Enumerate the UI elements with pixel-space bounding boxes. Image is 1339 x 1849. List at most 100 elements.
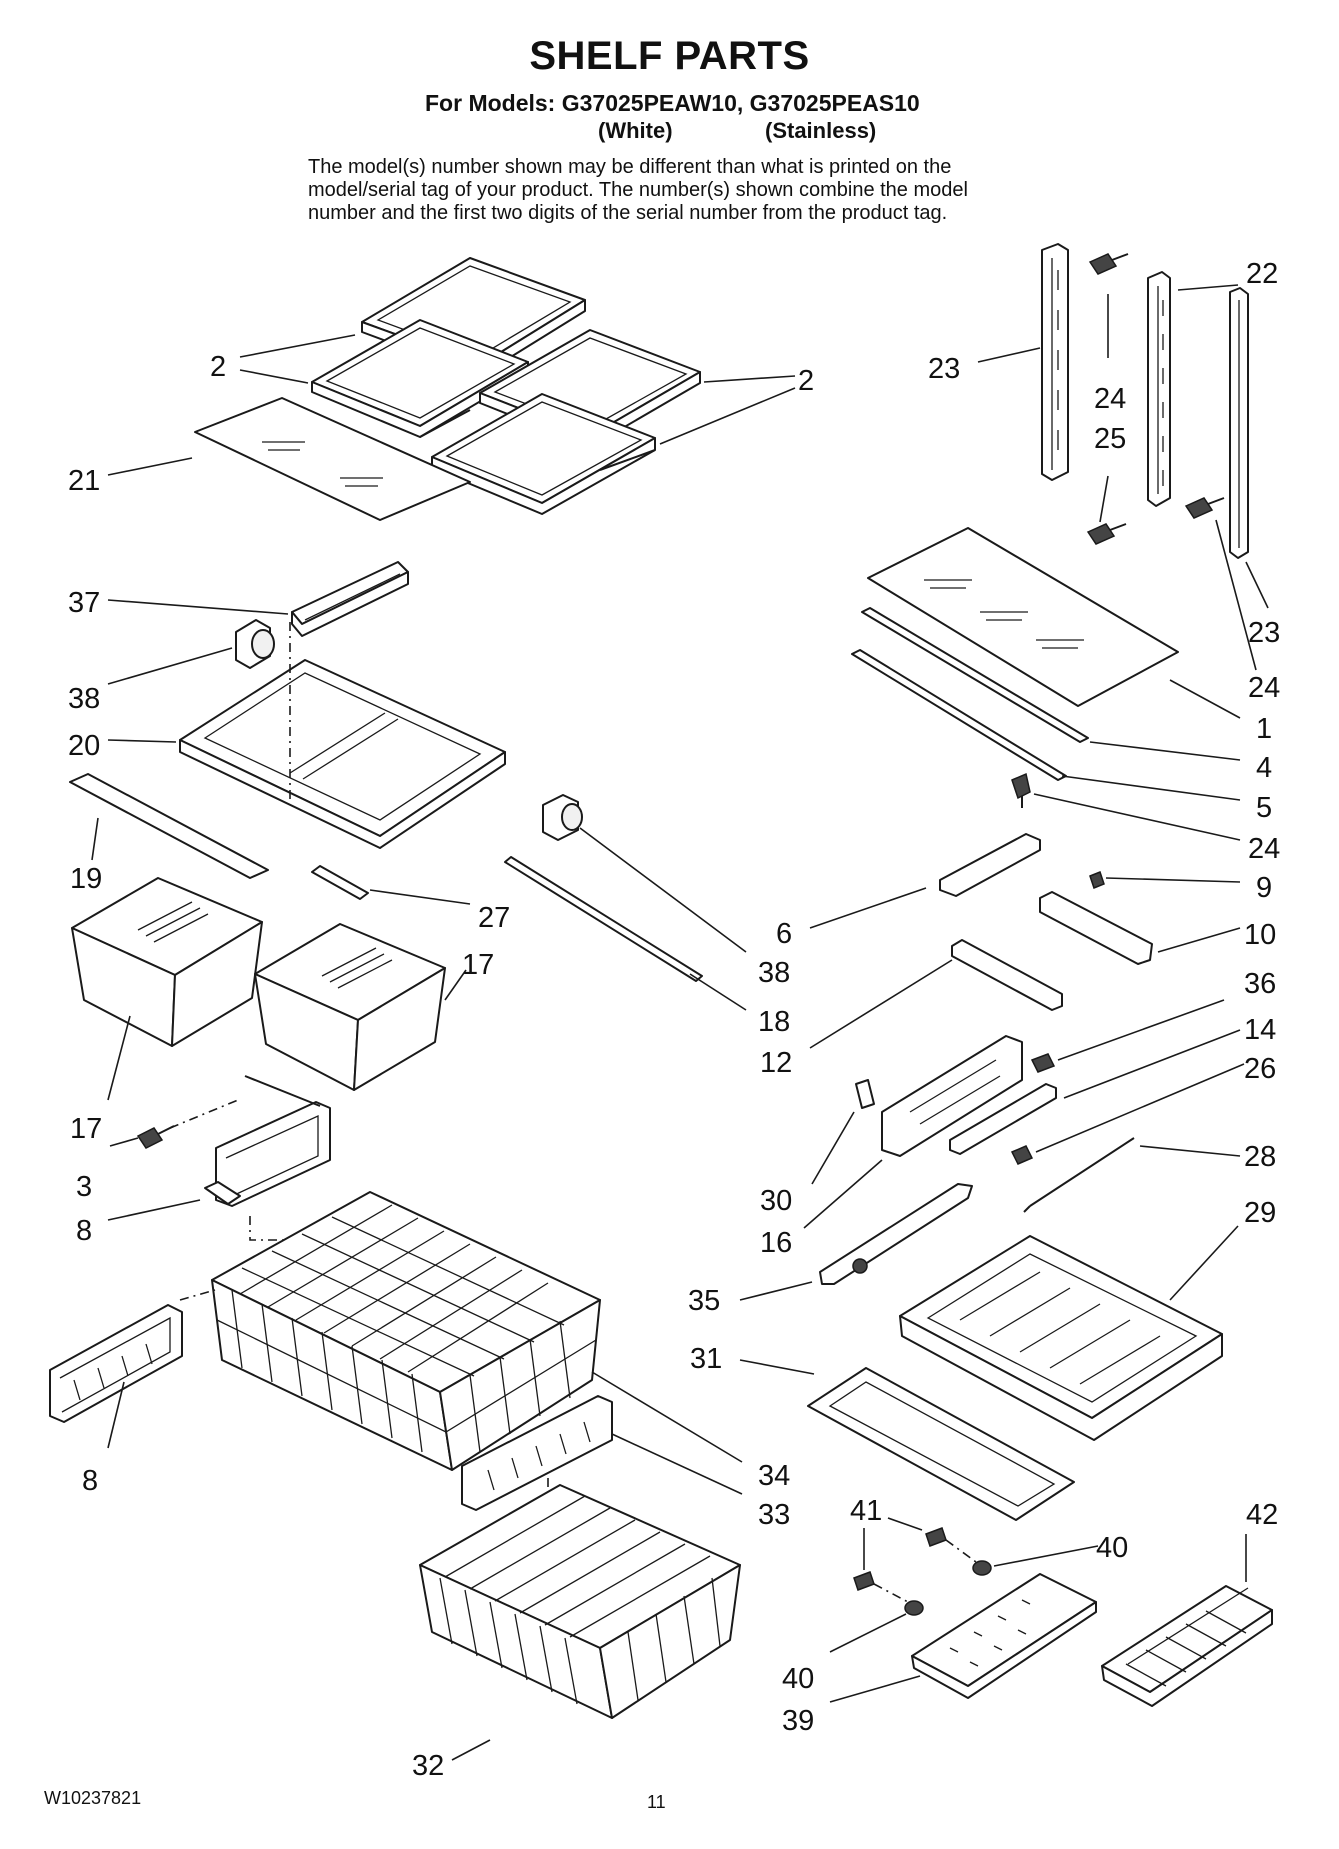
callout-20: 20 — [68, 730, 100, 762]
note-line-2: model/serial tag of your product. The nu… — [308, 179, 968, 201]
part-6-bracket — [939, 833, 1041, 897]
part-19-trim-strip — [69, 773, 269, 879]
part-27-slide-clip — [311, 865, 369, 900]
part-3-screw — [136, 1125, 175, 1149]
part-9-clip — [1089, 871, 1105, 889]
callout-17: 17 — [462, 949, 494, 981]
callout-41: 41 — [850, 1495, 882, 1527]
callout-8: 8 — [76, 1215, 92, 1247]
callout-2: 2 — [798, 365, 814, 397]
part-22-shelf-rail-center — [1147, 271, 1171, 507]
part-39-ice-tray — [911, 1573, 1097, 1699]
callout-39: 39 — [782, 1705, 814, 1737]
part-8-basket-bracket-upper — [204, 1075, 331, 1207]
part-12-rail — [951, 939, 1063, 1011]
callout-35: 35 — [688, 1285, 720, 1317]
model-number-note: The model(s) number shown may be differe… — [308, 156, 1108, 225]
part-14-slide-track — [949, 1083, 1057, 1155]
part-41-screw-lower — [853, 1571, 875, 1591]
callout-8: 8 — [82, 1465, 98, 1497]
callout-25: 25 — [1094, 423, 1126, 455]
page-number: 11 — [647, 1792, 666, 1812]
callout-10: 10 — [1244, 919, 1276, 951]
part-4-shelf-trim — [861, 607, 1089, 743]
callout-5: 5 — [1256, 792, 1272, 824]
note-line-1: The model(s) number shown may be differe… — [308, 156, 952, 178]
callout-27: 27 — [478, 902, 510, 934]
part-17-crisper-drawer-left — [71, 877, 263, 1047]
variant-stainless-label: (Stainless) — [765, 118, 877, 143]
callout-9: 9 — [1256, 872, 1272, 904]
model-numbers: For Models: G37025PEAW10, G37025PEAS10 — [425, 90, 920, 116]
callout-29: 29 — [1244, 1197, 1276, 1229]
part-33-basket-divider — [461, 1395, 613, 1511]
callout-14: 14 — [1244, 1014, 1276, 1046]
callout-23: 23 — [1248, 617, 1280, 649]
callout-1: 1 — [1256, 713, 1272, 745]
part-41-screw-upper — [925, 1527, 947, 1547]
part-8-lower-alignment-line — [179, 1289, 216, 1301]
callout-22: 22 — [1246, 258, 1278, 290]
callout-38: 38 — [758, 957, 790, 989]
part-42-ice-cube-tray — [1101, 1585, 1273, 1707]
callout-36: 36 — [1244, 968, 1276, 1000]
part-3-alignment-line — [169, 1099, 239, 1129]
callout-38: 38 — [68, 683, 100, 715]
part-24-screw-mid — [1011, 772, 1031, 808]
callout-30: 30 — [760, 1185, 792, 1217]
callout-23: 23 — [928, 353, 960, 385]
part-16-control-housing — [881, 1035, 1023, 1157]
part-26-screw — [1010, 1145, 1034, 1165]
document-number: W10237821 — [44, 1788, 142, 1808]
part-35-bar — [819, 1183, 973, 1285]
part-21-glass-shelf-left — [194, 397, 471, 521]
callout-31: 31 — [690, 1343, 722, 1375]
callout-3: 3 — [76, 1171, 92, 1203]
part-29-freezer-tray — [899, 1235, 1223, 1441]
part-8-basket-bracket-lower — [49, 1304, 183, 1423]
callout-42: 42 — [1246, 1499, 1278, 1531]
callout-26: 26 — [1244, 1053, 1276, 1085]
part-34-freezer-basket-upper — [211, 1191, 601, 1471]
part-8-alignment-line — [249, 1216, 305, 1241]
part-40-washer-lower — [904, 1600, 924, 1616]
part-24-screw-top — [1088, 253, 1129, 275]
callout-12: 12 — [760, 1047, 792, 1079]
part-18-rod — [504, 856, 703, 982]
callout-16: 16 — [760, 1227, 792, 1259]
callout-18: 18 — [758, 1006, 790, 1038]
part-20-crisper-cover-frame — [179, 659, 506, 849]
callout-17: 17 — [70, 1113, 102, 1145]
callout-37: 37 — [68, 587, 100, 619]
callout-4: 4 — [1256, 752, 1272, 784]
callout-2: 2 — [210, 351, 226, 383]
part-2-shelf-frame-upper-left — [311, 257, 586, 438]
part-23-shelf-rail-right — [1229, 287, 1249, 559]
part-1-glass-shelf-right — [867, 527, 1179, 707]
callout-6: 6 — [776, 918, 792, 950]
callout-40: 40 — [1096, 1532, 1128, 1564]
callout-40: 40 — [782, 1663, 814, 1695]
callout-24: 24 — [1248, 833, 1280, 865]
part-37-crisper-rail — [291, 561, 409, 637]
page-title: SHELF PARTS — [529, 34, 810, 78]
part-40-upper-alignment-line — [945, 1539, 977, 1563]
variant-white-label: (White) — [598, 118, 673, 143]
part-23-shelf-rail-left — [1041, 243, 1069, 481]
part-17-crisper-drawer-right — [254, 923, 446, 1091]
note-line-3: number and the first two digits of the s… — [308, 202, 948, 224]
callout-19: 19 — [70, 863, 102, 895]
callout-33: 33 — [758, 1499, 790, 1531]
callout-numbers: 2 2 21 37 38 20 19 27 17 17 38 18 3 8 8 … — [68, 258, 1280, 1782]
callout-24: 24 — [1094, 383, 1126, 415]
part-25-screw — [1086, 523, 1127, 545]
callout-28: 28 — [1244, 1141, 1276, 1173]
part-10-slide-rail — [1039, 891, 1153, 965]
callout-21: 21 — [68, 465, 100, 497]
callout-32: 32 — [412, 1750, 444, 1782]
part-31-tray-front — [807, 1367, 1075, 1521]
part-2-shelf-frame-right — [431, 329, 701, 515]
part-38-knob-second — [542, 794, 583, 841]
part-28-wire-arm — [1023, 1137, 1135, 1213]
